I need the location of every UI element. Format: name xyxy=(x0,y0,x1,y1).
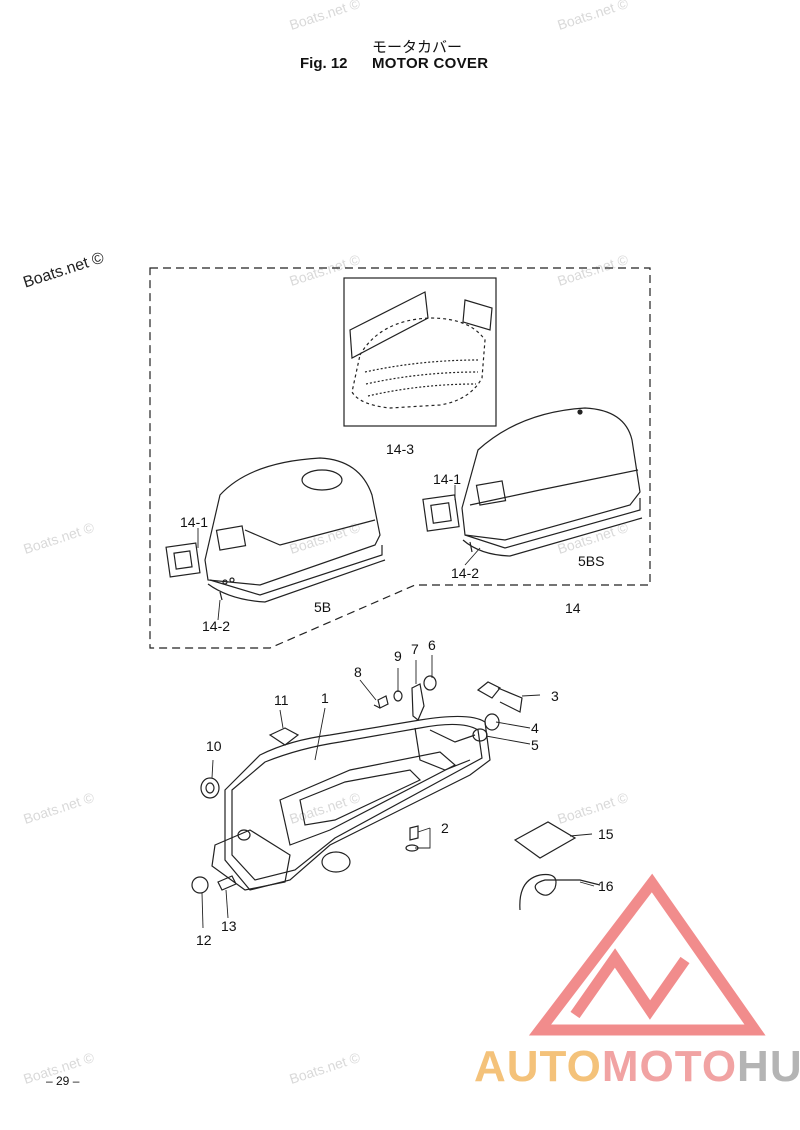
part-label-15: 15 xyxy=(598,826,614,842)
page-number: – 29 – xyxy=(46,1074,80,1088)
figure-title: MOTOR COVER xyxy=(372,55,489,72)
figure-number: Fig. 12 xyxy=(300,55,348,72)
motor-cover-5bs xyxy=(422,407,643,557)
part-label-5: 5 xyxy=(531,737,539,753)
part-label-1: 1 xyxy=(321,690,329,706)
part-label-7: 7 xyxy=(411,641,419,657)
part-label-14: 14 xyxy=(565,600,581,616)
decal-set xyxy=(349,291,493,409)
kit-boundary xyxy=(149,267,651,649)
brand-part-1: AUTO xyxy=(474,1042,602,1091)
part-label-14-3: 14-3 xyxy=(386,441,415,457)
leader-lines xyxy=(197,485,595,929)
part-label-5bs: 5BS xyxy=(578,553,605,569)
bottom-cowling xyxy=(211,715,491,891)
motor-cover-5b xyxy=(165,457,386,603)
part-label-8: 8 xyxy=(354,664,362,680)
part-label-12: 12 xyxy=(196,932,212,948)
part-label-14-1: 14-1 xyxy=(180,514,209,530)
decal-box xyxy=(343,277,497,427)
part-label-11: 11 xyxy=(274,692,289,708)
brand-logo: AUTOMOTOHUB xyxy=(474,1042,800,1092)
part-label-4: 4 xyxy=(531,720,539,736)
brand-part-2: MOTO xyxy=(601,1042,738,1091)
part-label-16: 16 xyxy=(598,878,614,894)
part-label-14-1: 14-1 xyxy=(433,471,462,487)
brand-part-3: HUB xyxy=(737,1042,800,1091)
part-label-9: 9 xyxy=(394,648,402,664)
part-label-14-2: 14-2 xyxy=(451,565,480,581)
title-japanese: モータカバー xyxy=(372,38,463,56)
part-label-13: 13 xyxy=(221,918,237,934)
part-label-2: 2 xyxy=(441,820,449,836)
part-label-14-2: 14-2 xyxy=(202,618,231,634)
part-label-3: 3 xyxy=(551,688,559,704)
part-label-6: 6 xyxy=(428,637,436,653)
autmotohub-logo-mark xyxy=(528,873,766,1036)
part-label-5b: 5B xyxy=(314,599,332,615)
small-parts xyxy=(191,675,601,911)
part-label-10: 10 xyxy=(206,738,222,754)
